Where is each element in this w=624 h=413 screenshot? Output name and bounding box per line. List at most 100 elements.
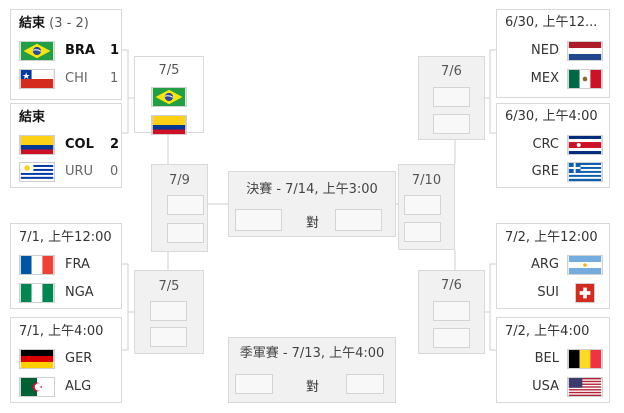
- team-row-chi: CHI 1: [19, 69, 119, 89]
- usa-flag-icon: [567, 377, 603, 397]
- uruguay-flag-icon: [19, 162, 55, 182]
- team-code: ARG: [531, 257, 559, 272]
- team-row-arg: ARG: [497, 255, 603, 275]
- team-slot-empty: [433, 87, 470, 107]
- match-time: 6/30, 上午4:00: [505, 109, 598, 124]
- match-status: 結束: [19, 110, 46, 125]
- versus-label: 對: [306, 216, 320, 231]
- match-card-crc-gre[interactable]: 6/30, 上午4:00 CRC GRE: [496, 103, 610, 188]
- brazil-flag-icon: [151, 87, 187, 107]
- team-score: 2: [110, 137, 120, 152]
- team-code: CHI: [65, 71, 88, 86]
- team-code: NED: [531, 43, 559, 58]
- match-card-bel-usa[interactable]: 7/2, 上午4:00 BEL USA: [496, 317, 610, 403]
- team-slot-empty: [235, 209, 282, 231]
- team-code: URU: [65, 164, 94, 179]
- third-place-title: 季軍賽 - 7/13, 上午4:00: [239, 346, 385, 361]
- brazil-flag-icon: [19, 41, 55, 61]
- algeria-flag-icon: [19, 377, 55, 397]
- match-date: 7/5: [158, 63, 180, 78]
- team-code: CRC: [532, 137, 559, 152]
- match-card-ned-mex[interactable]: 6/30, 上午12... NED MEX: [496, 9, 610, 98]
- match-status: 結束 (3 - 2): [19, 16, 89, 31]
- team-code: FRA: [65, 257, 90, 272]
- match-time: 7/1, 上午4:00: [19, 324, 104, 339]
- colombia-flag-icon: [19, 135, 55, 155]
- team-score: 0: [110, 164, 119, 179]
- argentina-flag-icon: [567, 255, 603, 275]
- team-slot-empty: [433, 301, 470, 321]
- team-slot-empty: [150, 327, 187, 347]
- team-slot-empty: [404, 195, 441, 215]
- chile-flag-icon: [19, 69, 55, 89]
- team-slot-empty: [404, 222, 441, 242]
- match-card-bra-chi[interactable]: 結束 (3 - 2) BRA 1 CHI 1: [10, 9, 122, 100]
- versus-label: 對: [306, 380, 320, 395]
- match-card-fra-nga[interactable]: 7/1, 上午12:00 FRA NGA: [10, 223, 122, 309]
- team-row-fra: FRA: [19, 255, 119, 275]
- germany-flag-icon: [19, 349, 55, 369]
- greece-flag-icon: [567, 162, 603, 182]
- match-card-col-uru[interactable]: 結束 COL 2 URU 0: [10, 103, 122, 188]
- team-row-sui: SUI: [497, 283, 603, 303]
- team-code: GER: [65, 351, 93, 366]
- netherlands-flag-icon: [567, 41, 603, 61]
- final-match[interactable]: 決賽 - 7/14, 上午3:00 對: [228, 171, 396, 237]
- nigeria-flag-icon: [19, 283, 55, 303]
- team-row-bel: BEL: [497, 349, 603, 369]
- team-code: MEX: [530, 71, 559, 86]
- colombia-flag-icon: [151, 115, 187, 135]
- team-code: SUI: [537, 285, 559, 300]
- team-score: 1: [110, 71, 119, 86]
- team-code: COL: [65, 137, 94, 152]
- team-row-mex: MEX: [497, 69, 603, 89]
- team-slot-empty: [433, 114, 470, 134]
- team-slot-empty: [335, 209, 382, 231]
- team-code: ALG: [65, 379, 92, 394]
- team-row-crc: CRC: [497, 135, 603, 155]
- switzerland-flag-icon: [575, 283, 595, 303]
- team-slot-empty: [346, 374, 384, 394]
- team-slot-empty: [235, 374, 273, 394]
- team-code: NGA: [65, 285, 94, 300]
- quarterfinal-left-bottom[interactable]: 7/5: [134, 270, 204, 354]
- match-date: 7/6: [441, 64, 462, 79]
- final-title: 決賽 - 7/14, 上午3:00: [246, 182, 378, 197]
- match-time: 6/30, 上午12...: [505, 15, 598, 30]
- match-date: 7/6: [441, 278, 462, 293]
- team-row-bra: BRA 1: [19, 41, 119, 61]
- mexico-flag-icon: [567, 69, 603, 89]
- match-time: 7/1, 上午12:00: [19, 230, 112, 245]
- team-row-ger: GER: [19, 349, 119, 369]
- belgium-flag-icon: [567, 349, 603, 369]
- team-score: 1: [110, 43, 120, 58]
- team-row-ned: NED: [497, 41, 603, 61]
- team-slot-empty: [433, 328, 470, 348]
- quarterfinal-left-top[interactable]: 7/5: [134, 56, 204, 135]
- third-place-match[interactable]: 季軍賽 - 7/13, 上午4:00 對: [228, 337, 396, 403]
- quarterfinal-right-top[interactable]: 7/6: [418, 56, 485, 140]
- team-code: BRA: [65, 43, 95, 58]
- team-row-gre: GRE: [497, 162, 603, 182]
- match-time: 7/2, 上午12:00: [505, 230, 598, 245]
- team-row-nga: NGA: [19, 283, 119, 303]
- france-flag-icon: [19, 255, 55, 275]
- team-row-usa: USA: [497, 377, 603, 397]
- semifinal-left[interactable]: 7/9: [151, 164, 208, 252]
- match-card-arg-sui[interactable]: 7/2, 上午12:00 ARG SUI: [496, 223, 610, 309]
- team-row-uru: URU 0: [19, 162, 119, 182]
- team-slot-empty: [167, 223, 204, 243]
- costa-rica-flag-icon: [567, 135, 603, 155]
- match-date: 7/9: [169, 173, 190, 188]
- quarterfinal-right-bottom[interactable]: 7/6: [418, 270, 485, 354]
- team-row-alg: ALG: [19, 377, 119, 397]
- team-code: GRE: [531, 164, 559, 179]
- match-date: 7/5: [158, 279, 180, 294]
- team-code: USA: [532, 379, 559, 394]
- team-code: BEL: [534, 351, 559, 366]
- match-card-ger-alg[interactable]: 7/1, 上午4:00 GER ALG: [10, 317, 122, 403]
- team-slot-empty: [150, 301, 187, 321]
- semifinal-right[interactable]: 7/10: [398, 164, 455, 250]
- team-row-col: COL 2: [19, 135, 119, 155]
- match-date: 7/10: [411, 173, 442, 188]
